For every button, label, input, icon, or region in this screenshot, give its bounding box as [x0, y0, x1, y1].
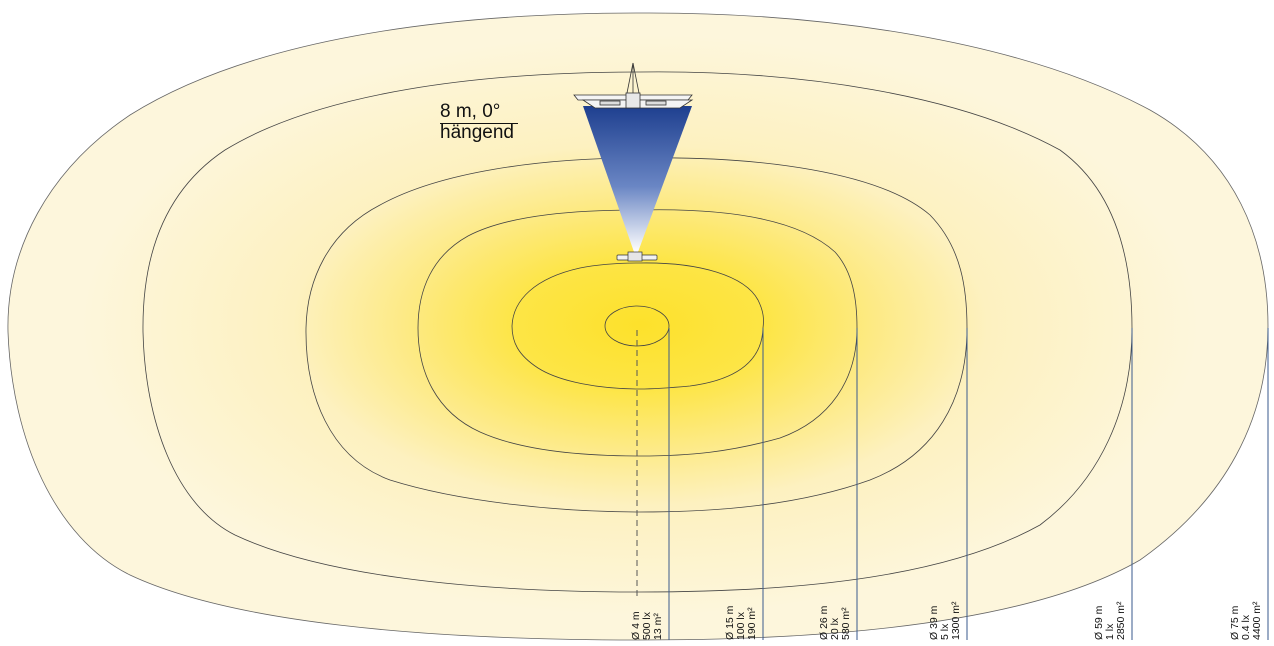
zone-label-100-lx: Ø 15 m 100 lx 190 m²: [724, 606, 758, 640]
mounting-height-label: 8 m, 0°: [440, 101, 501, 122]
contour-5-lx: [305, 157, 968, 513]
mounting-type-label: hängend: [440, 122, 514, 143]
zone-label-5-lx: Ø 39 m 5 lx 1300 m²: [928, 601, 962, 640]
luminaire-icon: [573, 62, 694, 109]
contour-1-lx: [142, 71, 1133, 593]
zone-area: 580 m²: [840, 607, 852, 640]
contour-0-4-lx: [7, 12, 1269, 641]
zone-label-1-lx: Ø 59 m 1 lx 2850 m²: [1093, 601, 1127, 640]
zone-area: 1300 m²: [950, 601, 962, 640]
contour-20-lx: [417, 209, 858, 457]
light-beam-cone: [583, 106, 692, 252]
zone-label-20-lx: Ø 26 m 20 lx 580 m²: [818, 606, 852, 640]
zone-area: 190 m²: [746, 607, 758, 640]
title-divider: [440, 123, 518, 124]
zone-area: 2850 m²: [1115, 601, 1127, 640]
contour-100-lx: [511, 262, 764, 390]
zone-area: 4400 m²: [1251, 601, 1263, 640]
zone-label-0-4-lx: Ø 75 m 0.4 lx 4400 m²: [1229, 601, 1263, 640]
floor-projection-icon: [616, 251, 658, 262]
leader-lines: [668, 328, 1269, 640]
zone-area: 13 m²: [652, 613, 664, 640]
zone-label-500-lx: Ø 4 m 500 lx 13 m²: [630, 611, 664, 640]
